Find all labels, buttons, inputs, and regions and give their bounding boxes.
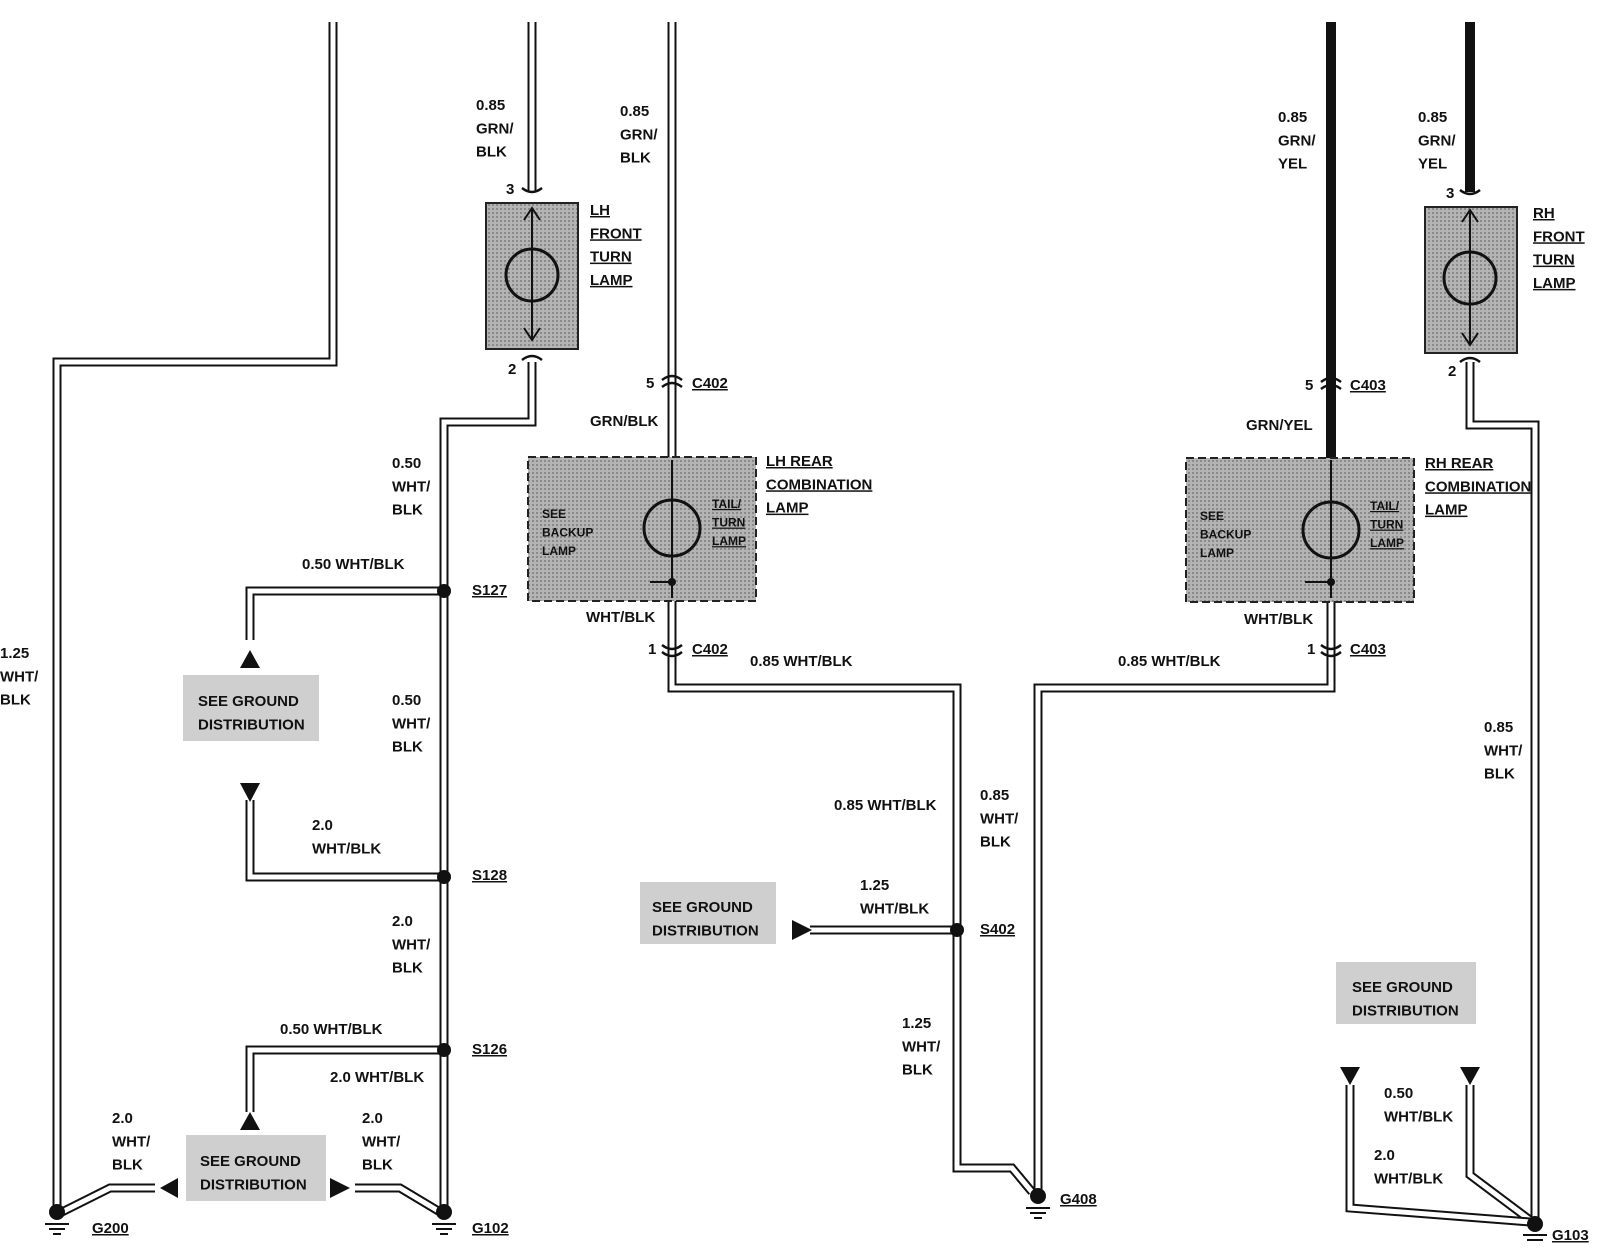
- pin-rh-front-bot-mark: [1459, 356, 1481, 364]
- ground-g200: G200: [92, 1220, 129, 1237]
- ground-g103-symbol: [1523, 1216, 1547, 1241]
- pin-lh-front-top-mark: [521, 186, 543, 194]
- label-wire-c403-wht: WHT/BLK: [1244, 611, 1313, 628]
- ground-g200-symbol: [45, 1204, 69, 1235]
- arrow-g102: [330, 1178, 350, 1198]
- label-wire-s126-branch: 0.50 WHT/BLK: [280, 1021, 383, 1038]
- pin-lh-front-bot: 2: [508, 361, 516, 378]
- splice-s128-dot: [437, 870, 451, 884]
- arrow-s402: [792, 920, 812, 940]
- label-wire-s126-lower: 2.0 WHT/BLK: [330, 1069, 424, 1086]
- arrow-s127: [240, 650, 260, 668]
- connector-c402-top: C402: [692, 375, 728, 392]
- wire-lh-front-out: [439, 362, 537, 1208]
- splice-s126: S126: [472, 1041, 507, 1058]
- wire-s127-branch: [245, 586, 444, 640]
- pin-lh-front-bot-mark: [521, 354, 543, 362]
- connector-c402-bot: C402: [692, 641, 728, 658]
- connector-c403-bot-mark: [1320, 643, 1342, 658]
- pin-c403-bot: 1: [1307, 641, 1315, 658]
- label-wire-s402-left: 0.85 WHT/BLK: [834, 797, 937, 814]
- wire-s128-branch: [245, 800, 444, 882]
- pin-rh-front-top: 3: [1446, 185, 1454, 202]
- connector-c403-bot: C403: [1350, 641, 1386, 658]
- connector-c402-top-mark: [661, 374, 683, 389]
- splice-s127-dot: [437, 584, 451, 598]
- ground-g103: G103: [1552, 1227, 1589, 1244]
- rh-front-turn-lamp: [1424, 206, 1518, 354]
- connector-c402-bot-mark: [661, 643, 683, 658]
- pin-rh-front-bot: 2: [1448, 363, 1456, 380]
- pin-c403-top: 5: [1305, 377, 1313, 394]
- lh-front-turn-lamp: [485, 202, 579, 350]
- wire-g102-in: [355, 1183, 443, 1216]
- splice-s126-dot: [437, 1043, 451, 1057]
- splice-s127: S127: [472, 582, 507, 599]
- ground-g102: G102: [472, 1220, 509, 1237]
- splice-s402-dot: [950, 923, 964, 937]
- ground-g408: G408: [1060, 1191, 1097, 1208]
- ground-g102-symbol: [432, 1204, 456, 1235]
- ground-g408-symbol: [1026, 1188, 1050, 1219]
- label-wire-c403-grn: GRN/YEL: [1246, 417, 1313, 434]
- arrow-s128: [240, 783, 260, 802]
- pin-rh-front-top-mark: [1459, 188, 1481, 196]
- label-wire-lh-rear-out: 0.85 WHT/BLK: [750, 653, 853, 670]
- label-wire-s127-branch: 0.50 WHT/BLK: [302, 556, 405, 573]
- splice-s128: S128: [472, 867, 507, 884]
- connector-c403-top: C403: [1350, 377, 1386, 394]
- arrow-s126: [240, 1112, 260, 1130]
- lh-rear-combination-lamp: [527, 456, 757, 602]
- splice-s402: S402: [980, 921, 1015, 938]
- pin-lh-front-top: 3: [506, 181, 514, 198]
- label-wire-c402-grn: GRN/BLK: [590, 413, 658, 430]
- connector-c403-top-mark: [1320, 376, 1342, 391]
- arrow-g103-b: [1340, 1067, 1360, 1085]
- pin-c402-bot: 1: [648, 641, 656, 658]
- wire-g200-in: [59, 1183, 155, 1217]
- arrow-g200: [160, 1178, 178, 1198]
- pin-c402-top: 5: [646, 375, 654, 392]
- label-wire-rh-rear-out: 0.85 WHT/BLK: [1118, 653, 1221, 670]
- arrow-g103-a: [1460, 1067, 1480, 1085]
- rh-rear-combination-lamp: [1185, 457, 1415, 603]
- label-wire-c402-wht: WHT/BLK: [586, 609, 655, 626]
